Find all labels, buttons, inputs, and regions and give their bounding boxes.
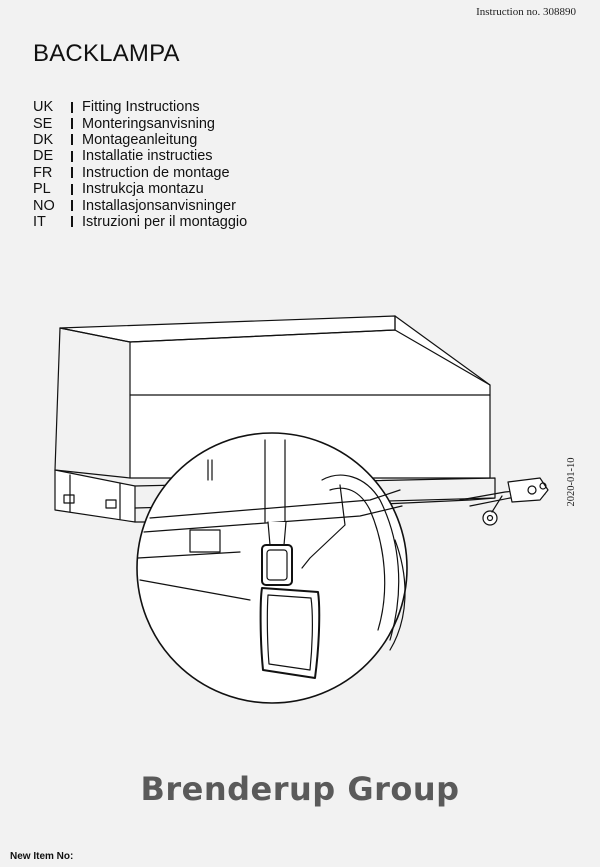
language-row: DK Montageanleitung xyxy=(33,132,247,148)
document-title: BACKLAMPA xyxy=(33,40,180,67)
trailer-drawbar xyxy=(459,477,549,526)
language-code: PL xyxy=(33,181,51,198)
language-row: IT Istruzioni per il montaggio xyxy=(33,214,247,230)
detail-magnifier xyxy=(136,432,408,704)
language-code: FR xyxy=(33,164,53,181)
language-title: Istruzioni per il montaggio xyxy=(82,213,248,230)
language-code: DE xyxy=(33,148,54,165)
language-row: PL Instrukcja montazu xyxy=(33,181,247,197)
language-code: DK xyxy=(33,131,54,148)
language-separator xyxy=(71,167,73,179)
language-row: DE Installatie instructies xyxy=(33,148,247,164)
language-title: Fitting Instructions xyxy=(82,99,200,116)
language-row: UK Fitting Instructions xyxy=(33,99,247,115)
language-code: IT xyxy=(33,213,46,230)
instruction-number: Instruction no. 308890 xyxy=(476,6,576,18)
language-code: SE xyxy=(33,115,53,132)
language-separator xyxy=(71,150,73,162)
new-item-label: New Item No: xyxy=(10,851,74,862)
language-list: UK Fitting Instructions SE Monteringsanv… xyxy=(33,99,247,230)
language-title: Installatie instructies xyxy=(82,148,213,165)
language-separator xyxy=(71,200,73,212)
language-code: UK xyxy=(33,99,54,116)
language-row: NO Installasjonsanvisninger xyxy=(33,197,247,214)
language-row: SE Monteringsanvisning xyxy=(33,115,247,132)
language-title: Instrukcja montazu xyxy=(82,181,204,198)
language-code: NO xyxy=(33,197,55,214)
language-separator xyxy=(71,101,73,113)
brand-logo: Brenderup Group xyxy=(140,770,460,808)
language-title: Montageanleitung xyxy=(82,131,198,148)
language-separator xyxy=(71,216,73,228)
language-title: Instruction de montage xyxy=(82,164,230,181)
language-title: Monteringsanvisning xyxy=(82,115,215,132)
language-row: FR Instruction de montage xyxy=(33,165,247,181)
trailer-illustration xyxy=(54,315,549,704)
language-title: Installasjonsanvisninger xyxy=(82,197,236,214)
language-separator xyxy=(71,183,73,195)
language-separator xyxy=(71,134,73,146)
language-separator xyxy=(71,118,73,130)
new-item-number: New Item No: xyxy=(10,851,77,862)
